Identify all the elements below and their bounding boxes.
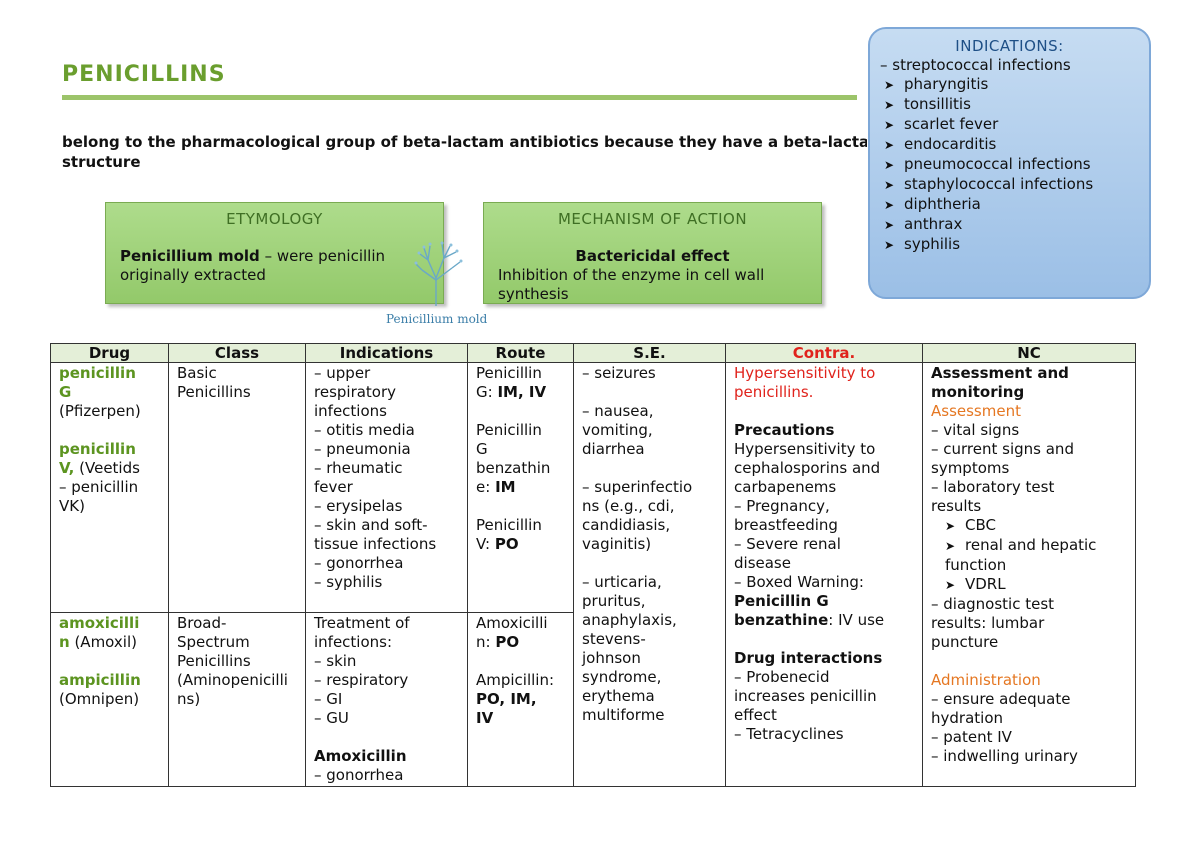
mechanism-box: MECHANISM OF ACTION Bactericidal effect …: [483, 202, 822, 304]
etymology-term: Penicillium mold: [120, 247, 260, 265]
intro-line-1: belong to the pharmacological group of b…: [62, 133, 867, 151]
arrow-icon: ➤: [945, 539, 956, 553]
arrow-icon: ➤: [884, 158, 895, 172]
indications-box: INDICATIONS: – streptococcal infections …: [868, 27, 1151, 299]
list-item: ➤tonsillitis: [884, 95, 971, 113]
column-header-indications: Indications: [305, 343, 468, 363]
list-item: ➤diphtheria: [884, 195, 981, 213]
indications-list: ➤pharyngitis ➤tonsillitis ➤scarlet fever…: [870, 75, 1149, 255]
mechanism-text-2: synthesis: [498, 285, 569, 303]
etymology-box: ETYMOLOGY Penicillium mold – were penici…: [105, 202, 444, 304]
drug-cell: penicillin G (Pfizerpen) penicillin V, (…: [50, 362, 169, 613]
arrow-icon: ➤: [884, 218, 895, 232]
penicillium-mold-image: [414, 241, 463, 306]
mechanism-heading: MECHANISM OF ACTION: [557, 210, 748, 228]
class-cell: Broad- Spectrum Penicillins (Aminopenici…: [168, 612, 306, 787]
indications-heading: INDICATIONS:: [955, 37, 1064, 55]
contraindications-cell: Hypersensitivity to penicillins. Precaut…: [725, 362, 923, 787]
list-item: ➤anthrax: [884, 215, 963, 233]
intro-text: belong to the pharmacological group of b…: [62, 132, 882, 172]
drug-cell: amoxicilli n (Amoxil) ampicillin (Omnipe…: [50, 612, 169, 787]
list-item: ➤staphylococcal infections: [884, 175, 1094, 193]
nursing-considerations-cell: Assessment and monitoring Assessment – v…: [922, 362, 1136, 787]
column-header-route: Route: [467, 343, 574, 363]
mechanism-effect: Bactericidal effect: [575, 247, 730, 265]
mechanism-text-1: Inhibition of the enzyme in cell wall: [498, 266, 765, 284]
column-header-se: S.E.: [573, 343, 726, 363]
indications-cell: Treatment of infections: – skin – respir…: [305, 612, 468, 787]
arrow-icon: ➤: [884, 178, 895, 192]
class-cell: Basic Penicillins: [168, 362, 306, 613]
arrow-icon: ➤: [884, 198, 895, 212]
route-cell: Amoxicilli n: PO Ampicillin: PO, IM, IV: [467, 612, 574, 787]
mechanism-body: Bactericidal effect Inhibition of the en…: [484, 247, 821, 303]
etymology-text-1: – were penicillin: [259, 247, 386, 265]
list-item: ➤scarlet fever: [884, 115, 999, 133]
etymology-text-2: originally extracted: [120, 266, 266, 284]
list-item: ➤pneumococcal infections: [884, 155, 1091, 173]
indications-subheading: – streptococcal infections: [880, 56, 1071, 74]
column-header-nc: NC: [922, 343, 1136, 363]
title-rule: [62, 95, 857, 100]
arrow-icon: ➤: [884, 118, 895, 132]
arrow-icon: ➤: [884, 138, 895, 152]
table-header-row: Drug Class Indications Route S.E. Contra…: [50, 343, 1136, 363]
etymology-body: Penicillium mold – were penicillin origi…: [106, 247, 443, 285]
arrow-icon: ➤: [884, 98, 895, 112]
arrow-icon: ➤: [884, 78, 895, 92]
mold-caption: Penicillium mold: [386, 312, 488, 326]
arrow-icon: ➤: [945, 519, 956, 533]
list-item: ➤endocarditis: [884, 135, 997, 153]
arrow-icon: ➤: [945, 578, 956, 592]
table-row: penicillin G (Pfizerpen) penicillin V, (…: [50, 362, 1136, 787]
list-item: ➤pharyngitis: [884, 75, 989, 93]
page-title: PENICILLINS: [62, 62, 226, 87]
table-row: amoxicilli n (Amoxil) ampicillin (Omnipe…: [50, 612, 1136, 787]
route-cell: Penicillin G: IM, IV Penicillin G benzat…: [467, 362, 574, 613]
indications-cell: – upper respiratory infections – otitis …: [305, 362, 468, 613]
column-header-contra: Contra.: [725, 343, 923, 363]
side-effects-cell: – seizures – nausea, vomiting, diarrhea …: [573, 362, 726, 787]
list-item: ➤syphilis: [884, 235, 961, 253]
etymology-heading: ETYMOLOGY: [226, 210, 323, 228]
penicillin-table: Drug Class Indications Route S.E. Contra…: [50, 343, 1136, 787]
column-header-drug: Drug: [50, 343, 169, 363]
arrow-icon: ➤: [884, 238, 895, 252]
intro-line-2: structure: [62, 153, 141, 171]
column-header-class: Class: [168, 343, 306, 363]
